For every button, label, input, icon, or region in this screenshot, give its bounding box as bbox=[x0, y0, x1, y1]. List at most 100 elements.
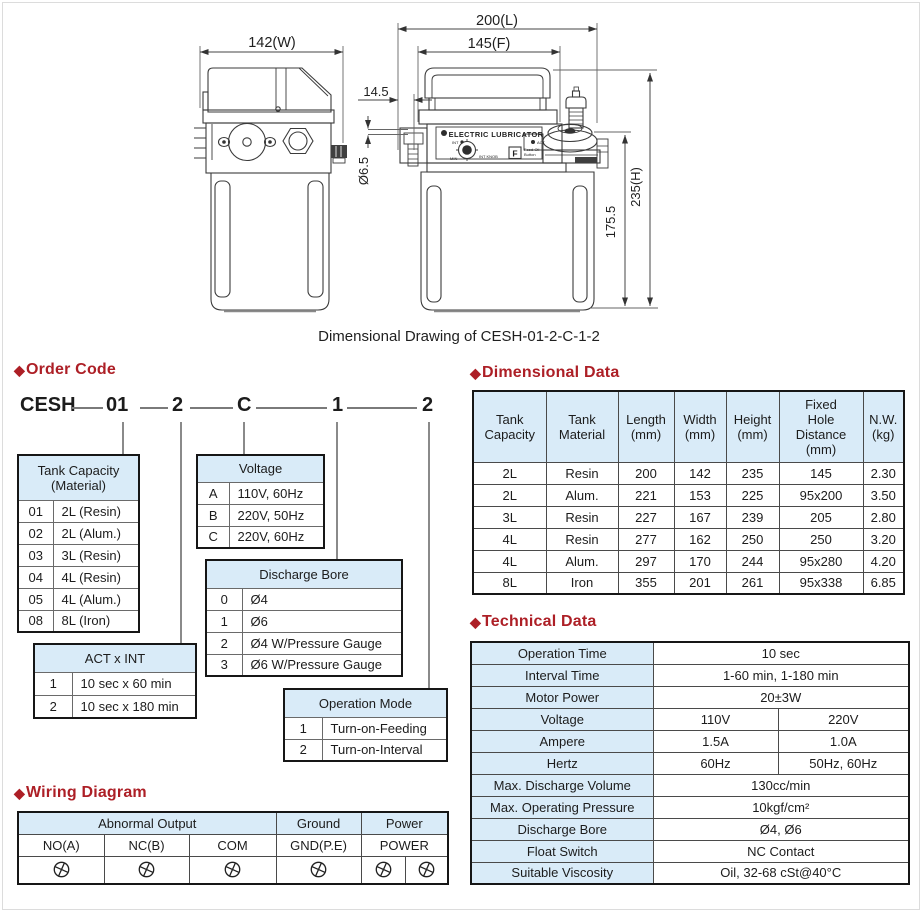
row-label: Motor Power bbox=[470, 685, 654, 709]
group-header: Abnormal Output bbox=[17, 811, 277, 835]
side-body-height-dim-label: 175.5 bbox=[603, 206, 618, 239]
connector-line bbox=[428, 422, 430, 688]
panel-feed-oil-label-1: Feed-Oil bbox=[524, 147, 539, 152]
cell: 227 bbox=[617, 505, 675, 529]
cell: 170 bbox=[673, 549, 727, 573]
table-title: Operation Mode bbox=[283, 688, 448, 718]
side-offset-dim-label: 14.5 bbox=[363, 84, 388, 99]
cell: Oil, 32-68 cSt@40°C bbox=[652, 861, 910, 885]
terminal-label: POWER bbox=[360, 833, 449, 857]
cell: Resin bbox=[545, 505, 619, 529]
panel-feed-oil-label-2: Button bbox=[524, 152, 536, 157]
terminal-cell bbox=[404, 855, 449, 885]
cell: 2L (Resin) bbox=[52, 499, 140, 523]
cell: 145 bbox=[778, 461, 864, 485]
terminal-cell bbox=[103, 855, 190, 885]
connector-line bbox=[243, 422, 245, 454]
cell: 03 bbox=[17, 543, 54, 567]
panel-f-button-label: F bbox=[512, 149, 517, 159]
cell: 8L bbox=[472, 571, 547, 595]
section-title-wiring-diagram: ◆ Wiring Diagram bbox=[14, 784, 147, 802]
cell: B bbox=[196, 503, 230, 527]
front-width-dim-label: 142(W) bbox=[248, 35, 296, 51]
cell: 221 bbox=[617, 483, 675, 507]
cell: 250 bbox=[778, 527, 864, 551]
row-label: Suitable Viscosity bbox=[470, 861, 654, 885]
terminal-screw-icon bbox=[224, 861, 241, 878]
cell: 4L bbox=[472, 549, 547, 573]
row-label: Voltage bbox=[470, 707, 654, 731]
cell: 220V, 50Hz bbox=[228, 503, 325, 527]
connector-line bbox=[140, 407, 168, 409]
terminal-label: NC(B) bbox=[103, 833, 190, 857]
connector-line bbox=[122, 422, 124, 454]
cell: 2L bbox=[472, 483, 547, 507]
order-code-part-voltage: C bbox=[237, 394, 252, 416]
table-title: ACT x INT bbox=[33, 643, 197, 673]
cell: 220V bbox=[777, 707, 910, 731]
cell: Turn-on-Feeding bbox=[321, 716, 448, 740]
column-header: Height (mm) bbox=[725, 390, 780, 463]
terminal-screw-icon bbox=[418, 861, 435, 878]
cell: 250 bbox=[725, 527, 780, 551]
front-hole-dim-label: Ø6.5 bbox=[356, 157, 371, 185]
terminal-cell bbox=[275, 855, 362, 885]
column-header: Fixed Hole Distance (mm) bbox=[778, 390, 864, 463]
cell: 1 bbox=[283, 716, 323, 740]
row-label: Hertz bbox=[470, 751, 654, 775]
table-title: Voltage bbox=[196, 454, 325, 483]
cell: 1-60 min, 1-180 min bbox=[652, 663, 910, 687]
cell: Ø4 W/Pressure Gauge bbox=[241, 631, 403, 655]
diamond-icon: ◆ bbox=[470, 364, 481, 381]
terminal-label: NO(A) bbox=[17, 833, 105, 857]
cell: 3.50 bbox=[862, 483, 905, 507]
cell: Ø4 bbox=[241, 587, 403, 611]
cell: 167 bbox=[673, 505, 727, 529]
terminal-screw-icon bbox=[375, 861, 391, 878]
cell: 2L bbox=[472, 461, 547, 485]
cell: 20±3W bbox=[652, 685, 910, 709]
connector-line bbox=[72, 407, 103, 409]
cell: 110V, 60Hz bbox=[228, 481, 325, 505]
column-header: Length (mm) bbox=[617, 390, 675, 463]
row-label: Discharge Bore bbox=[470, 817, 654, 841]
cell: Iron bbox=[545, 571, 619, 595]
panel-brand-label: ELECTRIC LUBRICATOR bbox=[449, 130, 544, 139]
cell: 2.80 bbox=[862, 505, 905, 529]
panel-int-label: INT bbox=[452, 140, 459, 145]
column-header: Tank Material bbox=[545, 390, 619, 463]
terminal-screw-icon bbox=[138, 861, 155, 878]
terminal-screw-icon bbox=[53, 861, 70, 878]
cell: 3L (Resin) bbox=[52, 543, 140, 567]
panel-act-label: ACT bbox=[537, 140, 546, 145]
cell: 50Hz, 60Hz bbox=[777, 751, 910, 775]
order-code-part-actint: 2 bbox=[172, 394, 184, 416]
cell: 04 bbox=[17, 565, 54, 589]
cell: 8L (Iron) bbox=[52, 609, 140, 633]
cell: 4L (Resin) bbox=[52, 565, 140, 589]
cell: 220V, 60Hz bbox=[228, 525, 325, 549]
order-code-part-model: CESH bbox=[20, 394, 76, 416]
order-code-part-mode: 2 bbox=[422, 394, 434, 416]
cell: 0 bbox=[205, 587, 243, 611]
wiring-diagram-table: Abnormal Output Ground Power NO(A) NC(B)… bbox=[17, 811, 450, 885]
section-label: Technical Data bbox=[481, 613, 597, 630]
column-header: N.W. (kg) bbox=[862, 390, 905, 463]
row-label: Max. Operating Pressure bbox=[470, 795, 654, 819]
cell: 10 sec x 180 min bbox=[71, 694, 197, 719]
terminal-label: COM bbox=[188, 833, 277, 857]
cell: 1.0A bbox=[777, 729, 910, 753]
cell: 10kgf/cm² bbox=[652, 795, 910, 819]
cell: Alum. bbox=[545, 483, 619, 507]
cell: 2L (Alum.) bbox=[52, 521, 140, 545]
cell: 2.30 bbox=[862, 461, 905, 485]
cell: Ø6 bbox=[241, 609, 403, 633]
cell: 297 bbox=[617, 549, 675, 573]
cell: Alum. bbox=[545, 549, 619, 573]
